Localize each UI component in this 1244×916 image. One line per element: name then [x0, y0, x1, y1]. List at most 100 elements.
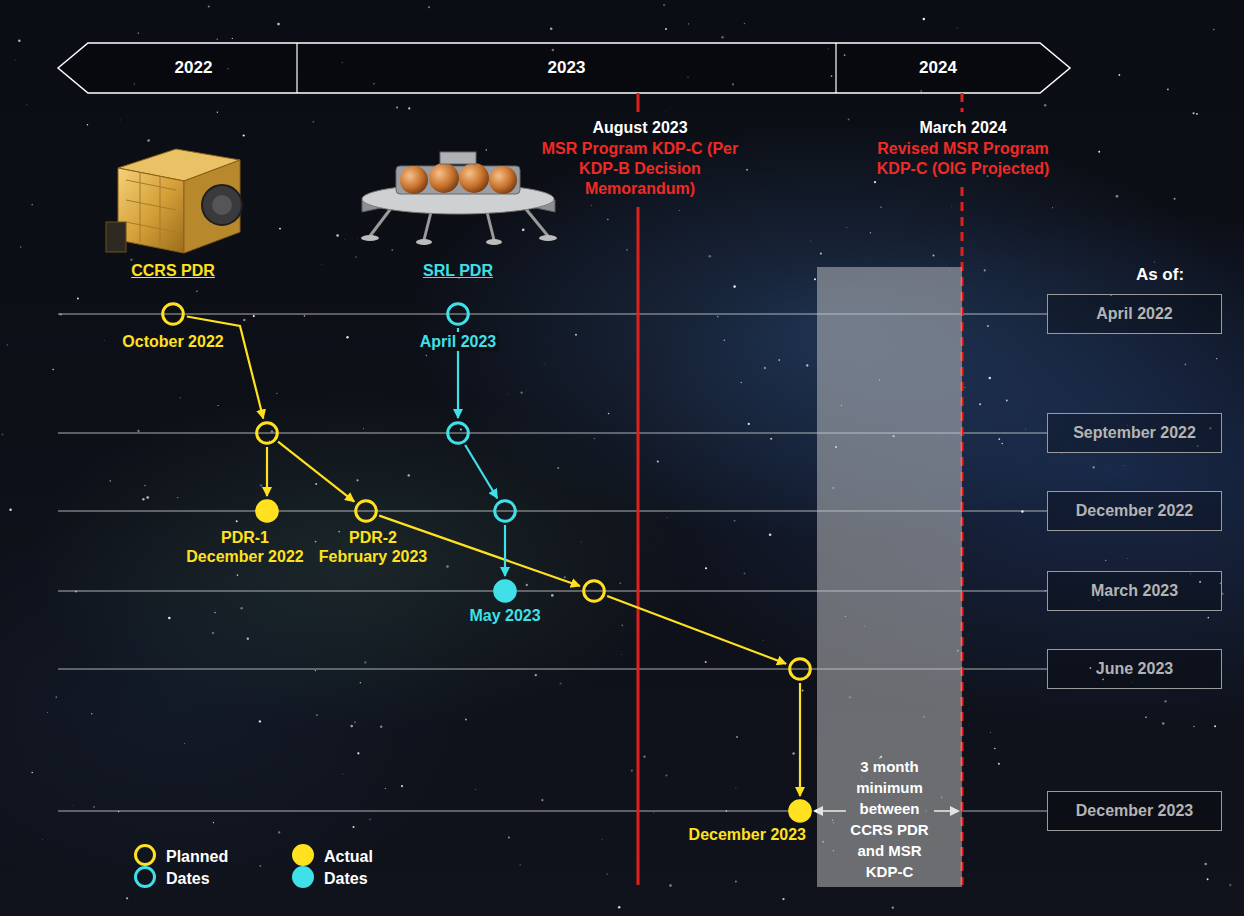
star [31, 204, 33, 206]
star [278, 831, 280, 833]
star [1204, 863, 1207, 866]
star [846, 227, 848, 229]
date-circle [354, 499, 378, 523]
star [253, 315, 255, 317]
star [508, 393, 510, 395]
date-label: PDR-2 February 2023 [315, 528, 431, 566]
column-heading: SRL PDR [423, 261, 493, 280]
star [26, 104, 27, 105]
year-bar [58, 43, 1070, 93]
date-label: PDR-1 December 2022 [182, 528, 308, 566]
planned-date-marker: CCRS PDROctober 2022 [161, 302, 185, 326]
star [475, 789, 477, 791]
star [769, 533, 772, 536]
star [994, 748, 996, 750]
planned-date-marker [788, 657, 812, 681]
star [643, 756, 645, 758]
date-circle-shape [356, 501, 377, 522]
star [214, 612, 216, 614]
legend-text: Planned Dates [166, 846, 241, 890]
star [998, 438, 1000, 440]
star [1196, 113, 1198, 115]
date-circle [446, 421, 470, 445]
as-of-box: June 2023 [1047, 649, 1222, 689]
star [593, 438, 595, 440]
legend-sample [133, 843, 157, 889]
star [380, 726, 383, 729]
star [607, 219, 608, 220]
actual-date-marker: May 2023 [493, 579, 517, 603]
date-circle [788, 799, 812, 823]
star [446, 565, 449, 568]
star [665, 774, 667, 776]
star [541, 799, 543, 801]
date-circle [493, 579, 517, 603]
star [14, 59, 16, 61]
star [360, 682, 362, 684]
star [218, 405, 219, 406]
star [87, 124, 88, 125]
star [72, 805, 74, 807]
star [870, 232, 871, 233]
star [987, 325, 989, 327]
schedule-slip-arrow [607, 596, 786, 664]
star [130, 259, 132, 261]
star [1213, 29, 1215, 31]
star [236, 520, 238, 522]
star [619, 582, 621, 584]
star [42, 838, 44, 840]
star [144, 485, 146, 487]
milestone-label: As of: [1136, 265, 1184, 285]
date-circle [255, 421, 279, 445]
star [663, 4, 665, 6]
milestone-note: Revised MSR Program KDP-C (OIG Projected… [875, 139, 1051, 179]
star [126, 897, 128, 899]
star [705, 661, 707, 663]
star [543, 363, 545, 365]
star [338, 531, 340, 533]
star [778, 359, 780, 361]
star [964, 387, 966, 389]
star [1154, 261, 1155, 262]
star [764, 367, 766, 369]
star [93, 806, 94, 807]
star [120, 119, 122, 121]
star [1145, 717, 1146, 718]
star [321, 263, 323, 265]
star [364, 661, 366, 663]
star [721, 36, 724, 39]
star [770, 438, 772, 440]
star [1001, 443, 1003, 445]
star [748, 423, 750, 425]
star [486, 149, 488, 151]
star [352, 826, 354, 828]
milestone-label: March 2024 [919, 118, 1006, 138]
star [260, 484, 263, 487]
star [990, 732, 991, 733]
star [705, 567, 707, 569]
star [806, 364, 808, 366]
star [315, 541, 317, 543]
milestone-note: MSR Program KDP-C (Per KDP-B Decision Me… [540, 139, 740, 199]
as-of-box: December 2022 [1047, 491, 1222, 531]
star [91, 713, 93, 715]
star [1006, 399, 1008, 401]
star [196, 290, 197, 291]
star [2, 434, 4, 436]
star [522, 228, 525, 231]
star [665, 28, 667, 30]
legend-circle [294, 846, 313, 865]
star [243, 319, 246, 322]
date-circle [446, 302, 470, 326]
as-of-date: June 2023 [1096, 660, 1173, 678]
date-circle-shape [448, 304, 469, 325]
star [460, 429, 462, 431]
star [179, 397, 181, 399]
star [277, 23, 280, 26]
star [1167, 89, 1169, 91]
star [792, 752, 795, 755]
schedule-slip-arrow [504, 525, 506, 576]
star [956, 27, 958, 29]
star [998, 763, 1000, 765]
